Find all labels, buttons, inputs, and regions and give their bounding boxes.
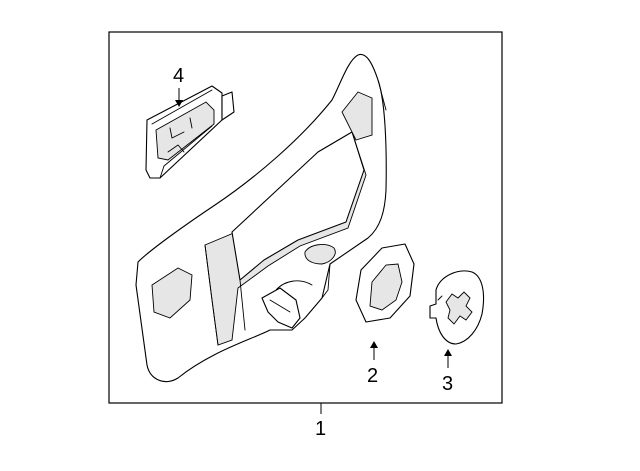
diagram-frame [108, 31, 503, 404]
callout-2: 2 [367, 365, 378, 387]
callout-3: 3 [442, 373, 453, 395]
leader-arrow-2 [370, 341, 378, 348]
callout-4: 4 [173, 65, 184, 87]
leader-arrow-3 [444, 349, 452, 356]
clip-part [429, 270, 485, 345]
pad-part [355, 243, 415, 323]
leader-arrow-4 [175, 100, 183, 107]
trim-panel [135, 53, 387, 383]
callout-1: 1 [315, 418, 326, 440]
bracket-part [145, 85, 235, 179]
